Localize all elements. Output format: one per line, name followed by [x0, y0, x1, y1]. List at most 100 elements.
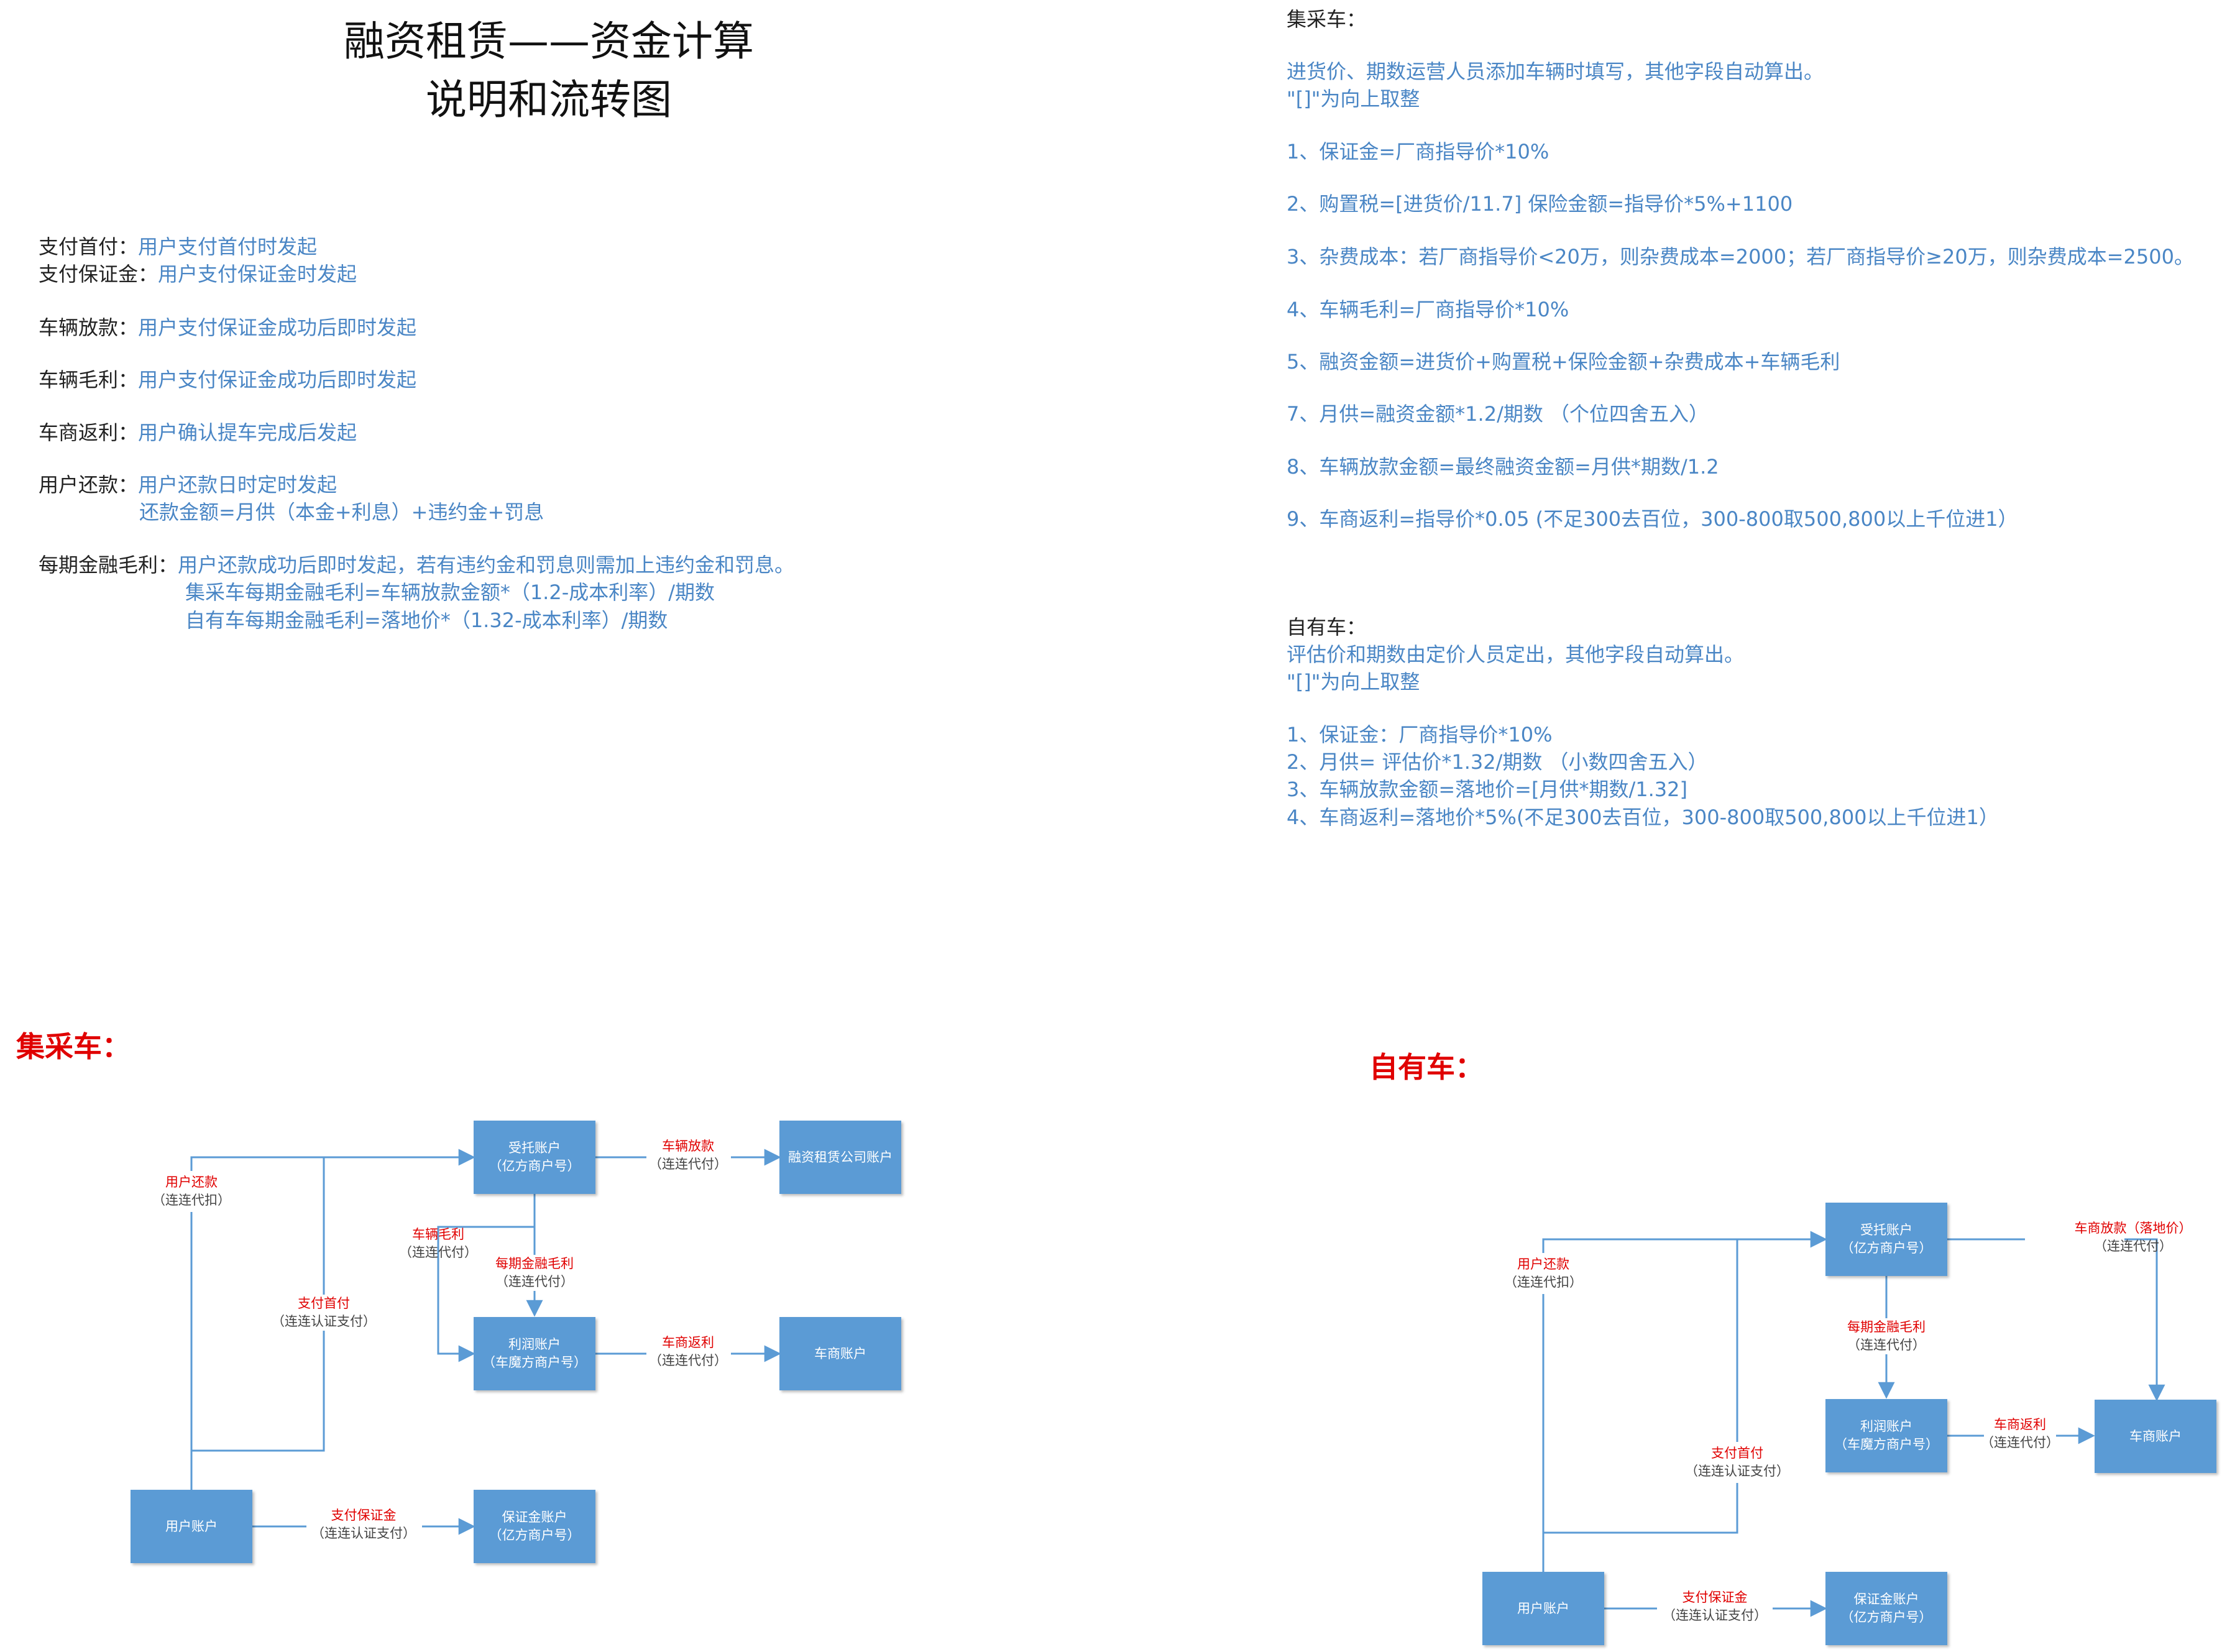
- trigger-label: 车辆毛利：: [39, 368, 139, 392]
- box-subtitle: （亿方商户号）: [1840, 1241, 1932, 1255]
- box-title: 受托账户: [1860, 1223, 1912, 1237]
- jicai-rule-item: 2、购置税=[进货价/11.7] 保险金额=指导价*5%+1100: [1287, 192, 1793, 216]
- box-subtitle: （亿方商户号）: [1840, 1610, 1932, 1625]
- box-title: 用户账户: [1517, 1600, 1569, 1616]
- edge-label-channel: （连连认证支付）: [272, 1314, 376, 1329]
- edge-label-title: 用户还款: [165, 1175, 218, 1190]
- box-title: 利润账户: [508, 1337, 561, 1352]
- jicai-profit-account-box: 利润账户 （车魔方商户号）: [474, 1317, 595, 1390]
- edge-label-title: 每期金融毛利: [495, 1256, 574, 1271]
- ziyou-label-fin-margin: 每期金融毛利 （连连代付）: [1847, 1318, 1926, 1354]
- edge-label-title: 支付保证金: [331, 1508, 397, 1523]
- page-title: 融资租赁——资金计算 说明和流转图: [269, 12, 829, 129]
- edge-label-channel: （连连代付）: [1981, 1435, 2059, 1450]
- jicai-rule-item: 7、月供=融资金额*1.2/期数 （个位四舍五入）: [1287, 402, 1709, 426]
- trigger-vehicle-margin: 车辆毛利：用户支付保证金成功后即时发起: [39, 364, 416, 393]
- box-title: 车商账户: [814, 1346, 866, 1361]
- ziyou-rule-item: 2、月供= 评估价*1.32/期数 （小数四舍五入）: [1287, 750, 1708, 774]
- ziyou-flow-heading: 自有车：: [1369, 1050, 1484, 1084]
- edge-label-channel: （连连代付）: [649, 1353, 727, 1368]
- ziyou-label-loan: 车商放款（落地价） （连连代付）: [2075, 1219, 2192, 1255]
- edge-label-channel: （连连代付）: [649, 1157, 727, 1172]
- trigger-text: 用户支付保证金时发起: [158, 262, 357, 286]
- jicai-trust-account-box: 受托账户 （亿方商户号）: [474, 1121, 595, 1194]
- ziyou-edge-down: [1543, 1239, 1738, 1534]
- jicai-dealer-account-box: 车商账户: [779, 1317, 901, 1390]
- jicai-label-loan: 车辆放款 （连连代付）: [649, 1137, 727, 1173]
- ziyou-rule-item: 4、车商返利=落地价*5%(不足300去百位，300-800取500,800以上…: [1287, 805, 1999, 829]
- ziyou-label-down: 支付首付 （连连认证支付）: [1685, 1444, 1789, 1480]
- edge-label-channel: （连连代扣）: [1504, 1275, 1582, 1290]
- title-line-1: 融资租赁——资金计算: [344, 17, 754, 65]
- jicai-rules-intro: 进货价、期数运营人员添加车辆时填写，其他字段自动算出。: [1287, 60, 1824, 83]
- trigger-text: 用户确认提车完成后发起: [138, 421, 357, 444]
- ziyou-edge-loan: [1947, 1238, 2165, 1402]
- trigger-vehicle-loan: 车辆放款：用户支付保证金成功后即时发起: [39, 312, 416, 341]
- ziyou-profit-account-box: 利润账户 （车魔方商户号）: [1825, 1399, 1947, 1472]
- ziyou-trust-account-box: 受托账户 （亿方商户号）: [1825, 1203, 1947, 1276]
- edge-label-channel: （连连代付）: [495, 1274, 574, 1289]
- ziyou-user-account-box: 用户账户: [1482, 1572, 1604, 1645]
- jicai-rule-item: 5、融资金额=进货价+购置税+保险金额+杂费成本+车辆毛利: [1287, 350, 1840, 374]
- jicai-leasing-account-box: 融资租赁公司账户: [779, 1121, 901, 1194]
- edge-label-title: 车商返利: [1994, 1417, 2046, 1432]
- trigger-period-margin-ziyou: 自有车每期金融毛利=落地价*（1.32-成本利率）/期数: [185, 608, 668, 632]
- jicai-edge-repay: [190, 1149, 475, 1490]
- trigger-label: 用户还款：: [39, 473, 139, 497]
- trigger-label: 车辆放款：: [39, 316, 139, 339]
- jicai-edge-margin: [437, 1226, 535, 1362]
- trigger-text: 用户支付保证金成功后即时发起: [138, 316, 417, 339]
- edge-label-title: 支付保证金: [1682, 1590, 1748, 1605]
- ziyou-rules-intro: 评估价和期数由定价人员定出，其他字段自动算出。: [1287, 643, 1745, 666]
- edge-label-channel: （连连代付）: [1847, 1338, 1926, 1352]
- ziyou-label-rebate: 车商返利 （连连代付）: [1981, 1416, 2059, 1452]
- ziyou-rules-note: "[]"为向上取整: [1287, 670, 1420, 694]
- jicai-label-repay: 用户还款 （连连代扣）: [152, 1173, 231, 1209]
- box-title: 保证金账户: [502, 1510, 567, 1525]
- ziyou-rule-item: 3、车辆放款金额=落地价=[月供*期数/1.32]: [1287, 778, 1687, 801]
- jicai-flow-heading: 集采车：: [16, 1030, 131, 1063]
- edge-label-channel: （连连代付）: [399, 1245, 477, 1260]
- trigger-text: 用户支付保证金成功后即时发起: [138, 368, 417, 392]
- trigger-period-margin-jicai: 集采车每期金融毛利=车辆放款金额*（1.2-成本利率）/期数: [185, 580, 715, 604]
- trigger-text: 用户还款成功后即时发起，若有违约金和罚息则需加上违约金和罚息。: [178, 553, 795, 577]
- edge-label-channel: （连连认证支付）: [1685, 1464, 1789, 1479]
- box-title: 利润账户: [1860, 1419, 1912, 1434]
- jicai-rule-item: 4、车辆毛利=厂商指导价*10%: [1287, 298, 1569, 321]
- jicai-label-fin-margin: 每期金融毛利 （连连代付）: [495, 1255, 574, 1291]
- jicai-label-margin: 车辆毛利 （连连代付）: [399, 1226, 477, 1262]
- edge-label-title: 支付首付: [1711, 1446, 1763, 1461]
- jicai-rule-item: 1、保证金=厂商指导价*10%: [1287, 140, 1549, 163]
- trigger-down-payment: 支付首付：用户支付首付时发起: [39, 231, 317, 260]
- edge-label-title: 车商返利: [662, 1335, 714, 1350]
- edge-label-channel: （连连代扣）: [152, 1193, 231, 1208]
- trigger-repay-amount: 还款金额=月供（本金+利息）+违约金+罚息: [139, 500, 544, 524]
- edge-label-title: 每期金融毛利: [1847, 1319, 1926, 1334]
- edge-label-title: 车商放款（落地价）: [2074, 1221, 2192, 1236]
- jicai-deposit-account-box: 保证金账户 （亿方商户号）: [474, 1490, 595, 1563]
- trigger-label: 每期金融毛利：: [39, 553, 178, 577]
- ziyou-deposit-account-box: 保证金账户 （亿方商户号）: [1825, 1572, 1947, 1645]
- ziyou-rule-item: 1、保证金：厂商指导价*10%: [1287, 723, 1553, 746]
- ziyou-dealer-account-box: 车商账户: [2095, 1400, 2216, 1473]
- jicai-rule-item: 9、车商返利=指导价*0.05 (不足300去百位，300-800取500,80…: [1287, 507, 2018, 531]
- trigger-period-margin: 每期金融毛利：用户还款成功后即时发起，若有违约金和罚息则需加上违约金和罚息。: [39, 549, 794, 578]
- box-title: 受托账户: [508, 1140, 561, 1155]
- box-subtitle: （车魔方商户号）: [1834, 1437, 1939, 1452]
- trigger-dealer-rebate: 车商返利：用户确认提车完成后发起: [39, 417, 357, 446]
- jicai-edge-down: [191, 1157, 325, 1452]
- title-line-2: 说明和流转图: [426, 76, 672, 124]
- box-title: 用户账户: [165, 1518, 218, 1534]
- box-title: 车商账户: [2129, 1428, 2182, 1444]
- edge-label-title: 车辆放款: [662, 1139, 714, 1154]
- box-subtitle: （亿方商户号）: [489, 1528, 581, 1543]
- edge-label-channel: （连连认证支付）: [1663, 1608, 1767, 1623]
- trigger-user-repay: 用户还款：用户还款日时定时发起: [39, 469, 337, 498]
- edge-label-title: 支付首付: [298, 1296, 350, 1311]
- jicai-rules-note: "[]"为向上取整: [1287, 87, 1420, 111]
- box-title: 保证金账户: [1853, 1592, 1919, 1607]
- jicai-rule-item: 3、杂费成本：若厂商指导价<20万，则杂费成本=2000；若厂商指导价≥20万，…: [1287, 245, 2194, 268]
- edge-label-title: 用户还款: [1517, 1257, 1569, 1272]
- box-title: 融资租赁公司账户: [788, 1149, 893, 1165]
